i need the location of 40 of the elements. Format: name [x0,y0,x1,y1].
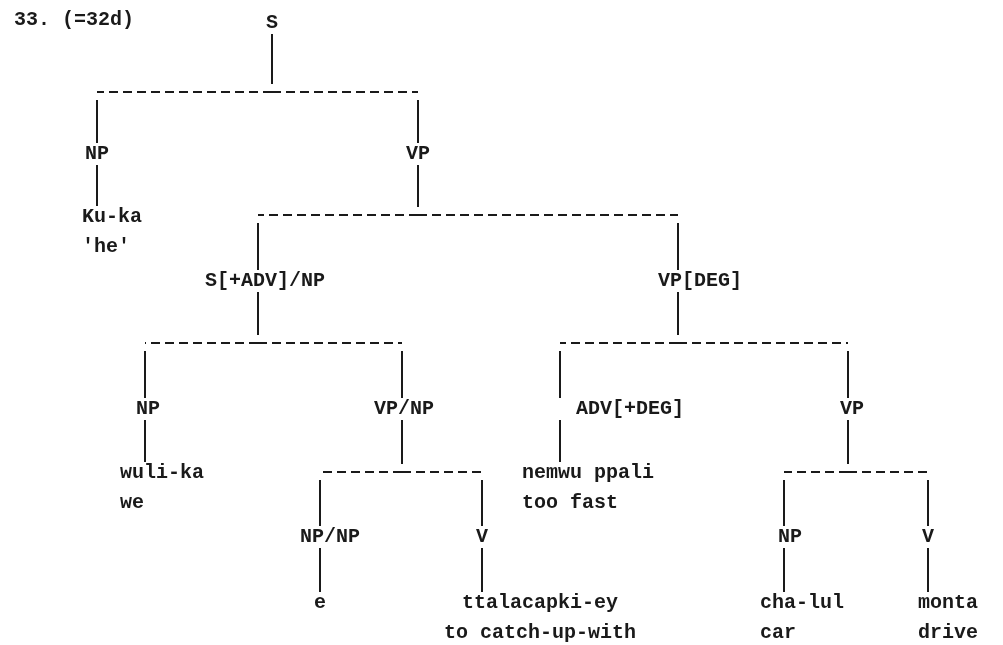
tree-branch [783,547,785,593]
tree-branch [847,419,929,527]
tree-branch [559,419,561,463]
leaf-word: nemwu ppali [522,460,655,486]
tree-branch [481,547,483,593]
category-label: NP [778,524,802,550]
category-label: VP [406,141,430,167]
category-label: VP [840,396,864,422]
word-gloss: too fast [522,490,619,516]
category-label: V [476,524,488,550]
tree-branch [271,33,419,144]
tree-branch [927,547,929,593]
category-label: VP[DEG] [658,268,742,294]
category-label: NP/NP [300,524,360,550]
tree-branch [417,164,679,271]
tree-branch [319,547,321,593]
category-label: VP/NP [374,396,434,422]
tree-branch [257,291,403,399]
category-label: NP [136,396,160,422]
category-label: ADV[+DEG] [576,396,684,422]
word-gloss: 'he' [82,234,131,260]
tree-branch [677,291,849,399]
category-label: S[+ADV]/NP [205,268,325,294]
category-label: NP [85,141,109,167]
leaf-word: Ku-ka [82,204,142,230]
category-label: V [922,524,934,550]
word-gloss: drive [918,620,978,645]
category-label: e [314,590,326,616]
tree-branch [96,164,98,207]
word-gloss: we [120,490,145,516]
leaf-word: cha-lul [760,590,844,616]
word-gloss: to catch-up-with [444,620,636,645]
tree-branch [144,419,146,463]
category-label: S [266,10,278,36]
leaf-word: monta [918,590,978,616]
example-number: 33. (=32d) [14,8,135,31]
leaf-word: wuli-ka [120,460,204,486]
word-gloss: car [760,620,797,645]
leaf-word: ttalacapki-ey [461,590,619,616]
tree-branch [401,419,483,527]
